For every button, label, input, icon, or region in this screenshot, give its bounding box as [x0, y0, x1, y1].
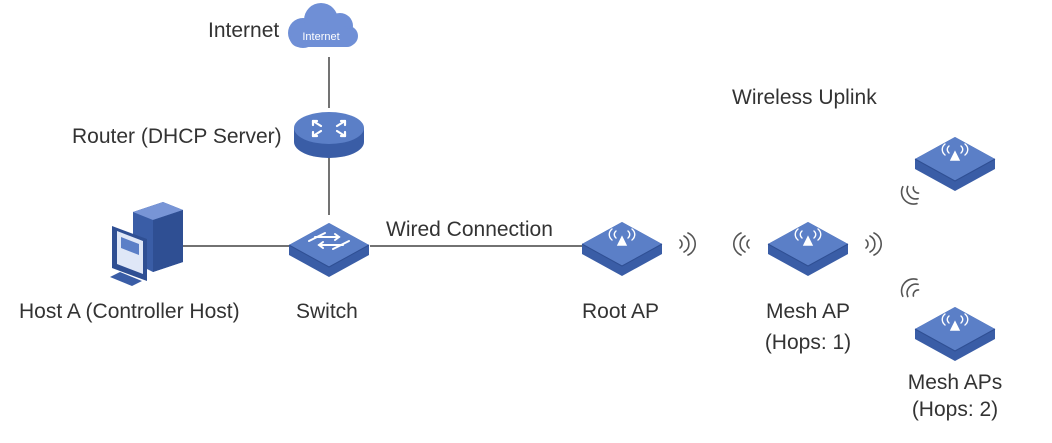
host-label: Host A (Controller Host)	[19, 300, 240, 323]
internet-label: Internet	[208, 19, 280, 42]
switch-label: Switch	[296, 300, 358, 323]
access-point-icon	[767, 221, 849, 277]
mesh-ap-label: Mesh AP (Hops: 1)	[748, 299, 868, 355]
mesh-ap-label-hops: (Hops: 1)	[764, 331, 852, 355]
wireless-uplink-label: Wireless Uplink	[732, 86, 877, 109]
root-ap-label: Root AP	[582, 300, 660, 323]
cloud-icon: Internet	[288, 3, 358, 48]
access-point-icon	[581, 221, 663, 277]
mesh-aps-label-name: Mesh APs	[907, 371, 1003, 394]
mesh-aps-label-hops: (Hops: 2)	[911, 398, 999, 422]
router-label: Router (DHCP Server)	[72, 125, 282, 148]
computer-icon	[110, 202, 183, 286]
cloud-text: Internet	[302, 31, 339, 43]
wireless-signal-icon	[732, 232, 750, 256]
mesh-aps-label: Mesh APs (Hops: 2)	[895, 370, 1015, 422]
wireless-signal-icon	[896, 180, 924, 209]
access-point-icon	[914, 136, 996, 192]
wireless-signal-icon	[679, 232, 697, 256]
access-point-icon	[914, 306, 996, 362]
wireless-signal-icon	[865, 232, 883, 256]
wireless-signal-icon	[896, 274, 924, 303]
router-icon	[294, 112, 364, 158]
mesh-ap-label-name: Mesh AP	[765, 300, 851, 323]
switch-icon	[288, 222, 370, 278]
wired-connection-label: Wired Connection	[386, 218, 553, 241]
